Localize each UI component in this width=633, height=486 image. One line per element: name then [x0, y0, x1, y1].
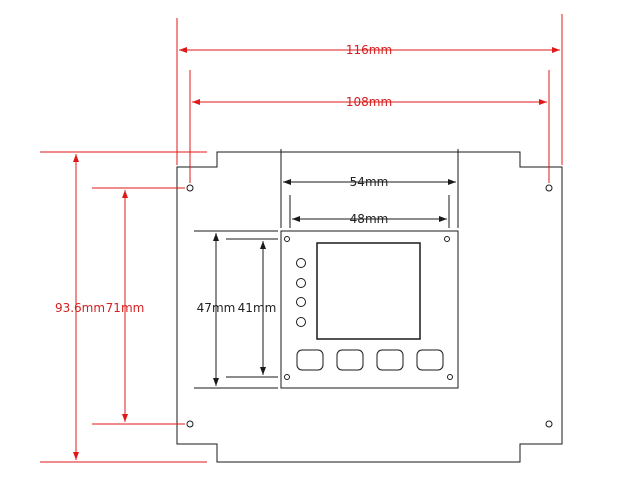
panel-button — [376, 349, 404, 371]
mounting-hole-top-left — [186, 184, 194, 192]
panel-screw-hole — [284, 236, 290, 242]
label-panel-inner-width: 48mm — [350, 212, 389, 226]
label-total-height: 93.6mm — [55, 301, 105, 315]
outer-dimensions — [40, 14, 563, 463]
label-hole-spacing-height: 71mm — [106, 301, 145, 315]
mounting-hole-bottom-left — [186, 420, 194, 428]
indicator-led — [296, 278, 306, 288]
indicator-led — [296, 317, 306, 327]
indicator-led — [296, 297, 306, 307]
panel-screw-hole — [444, 236, 450, 242]
indicator-leds — [296, 258, 306, 327]
panel-button — [296, 349, 324, 371]
panel-buttons — [296, 349, 444, 371]
label-panel-width: 54mm — [350, 175, 389, 189]
panel-module — [280, 230, 459, 389]
panel-button — [416, 349, 444, 371]
panel-screw-holes — [284, 236, 453, 380]
mounting-hole-top-right — [545, 184, 553, 192]
dimension-labels: 116mm 108mm 93.6mm 71mm 54mm 48mm 47mm 4… — [55, 43, 392, 315]
panel-button — [336, 349, 364, 371]
label-total-width: 116mm — [346, 43, 392, 57]
display-screen — [316, 242, 421, 340]
enclosure-outline — [176, 151, 563, 463]
label-hole-spacing-width: 108mm — [346, 95, 392, 109]
mounting-holes — [186, 184, 553, 428]
panel-screw-hole — [447, 374, 453, 380]
label-panel-inner-height: 41mm — [238, 301, 277, 315]
indicator-led — [296, 258, 306, 268]
mounting-hole-bottom-right — [545, 420, 553, 428]
panel-screw-hole — [284, 374, 290, 380]
label-panel-height: 47mm — [197, 301, 236, 315]
panel-outline — [280, 230, 459, 389]
panel-dimensions — [194, 149, 459, 389]
